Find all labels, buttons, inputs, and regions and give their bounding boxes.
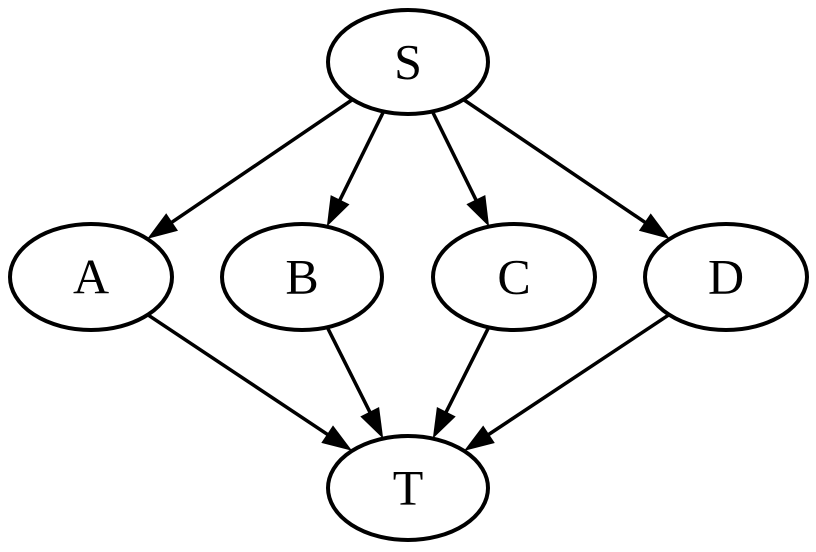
node-S-ellipse — [326, 8, 490, 116]
edge-S-C — [430, 110, 480, 204]
edge-D-T-arrowhead — [464, 425, 495, 451]
edge-S-B-arrowhead — [326, 195, 350, 227]
edge-S-D-arrowhead — [638, 213, 670, 239]
edge-S-A — [167, 98, 354, 226]
node-D-label: D — [708, 249, 744, 305]
edge-S-D — [462, 98, 650, 226]
edge-A-T-arrowhead — [321, 425, 353, 451]
edge-C-T-arrowhead — [432, 407, 456, 439]
node-B-label: B — [285, 249, 318, 305]
edge-B-T — [325, 326, 374, 417]
node-D-ellipse — [643, 222, 809, 332]
edge-D-T — [484, 313, 671, 438]
node-A-label: A — [73, 249, 109, 305]
node-A: A — [8, 222, 174, 332]
node-D: D — [643, 222, 809, 332]
node-B: B — [220, 222, 384, 332]
node-S: S — [326, 8, 490, 116]
node-C-label: C — [497, 249, 530, 305]
edge-S-A-arrowhead — [147, 213, 178, 239]
edge-C-T — [442, 326, 491, 417]
node-C: C — [431, 222, 597, 332]
edge-B-T-arrowhead — [360, 407, 384, 439]
edge-A-T — [146, 313, 332, 438]
edge-S-B — [336, 110, 386, 205]
node-S-label: S — [394, 34, 422, 90]
node-C-ellipse — [431, 222, 597, 332]
node-T-label: T — [393, 460, 424, 516]
node-B-ellipse — [220, 222, 384, 332]
node-A-ellipse — [8, 222, 174, 332]
node-T-ellipse — [326, 434, 490, 542]
node-T: T — [326, 434, 490, 542]
edge-S-C-arrowhead — [466, 195, 490, 227]
